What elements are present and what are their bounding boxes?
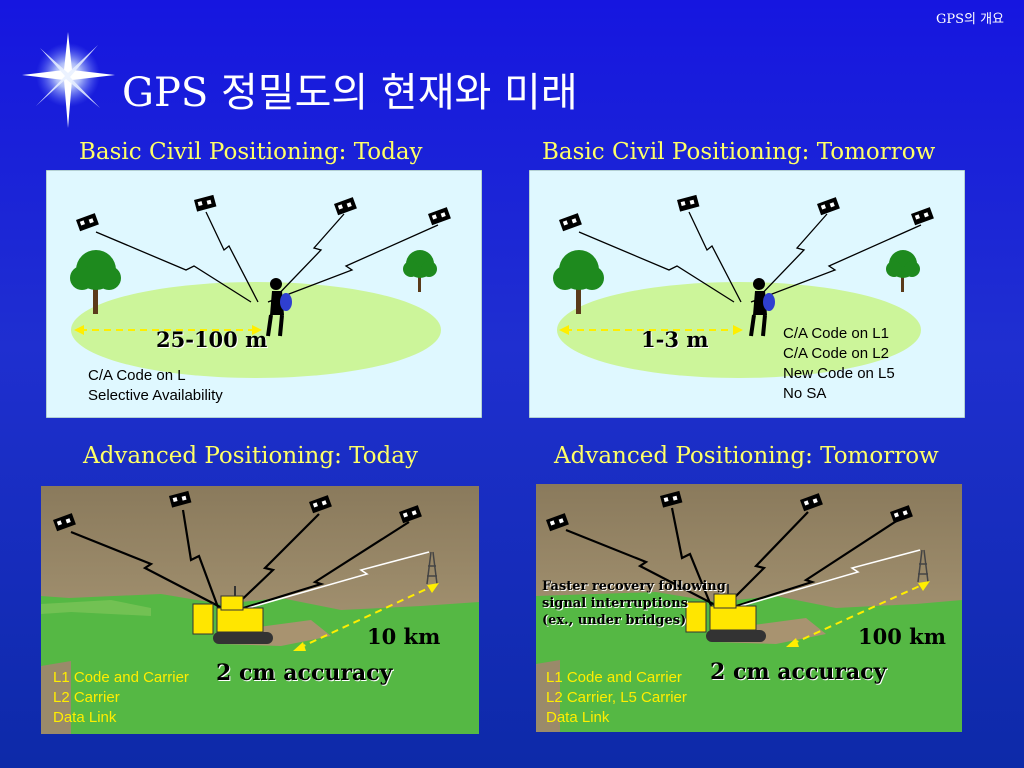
note-line: C/A Code on L (88, 367, 186, 384)
panel-advanced-today: 10 km 2 cm accuracy L1 Code and Carrier … (41, 486, 479, 734)
hiker-icon (266, 278, 292, 337)
callout-line: signal interruptions (542, 596, 688, 611)
scene-basic-tomorrow (529, 170, 965, 418)
callout-text: Faster recovery following signal interru… (542, 578, 726, 629)
satellite-icon (53, 490, 422, 532)
note-line: New Code on L5 (783, 365, 895, 382)
callout-line: Faster recovery following (542, 579, 726, 594)
note-line: L1 Code and Carrier (546, 669, 682, 686)
range-label: 10 km (367, 624, 441, 649)
satellite-icon (546, 490, 913, 532)
satellite-icon (559, 194, 934, 232)
note-line: L2 Carrier (53, 689, 120, 706)
tree-icon (70, 250, 437, 314)
note-line: C/A Code on L1 (783, 325, 889, 342)
note-line: L2 Carrier, L5 Carrier (546, 689, 687, 706)
scene-basic-today (46, 170, 482, 418)
scene-advanced-tomorrow (536, 484, 962, 732)
heading-advanced-tomorrow: Advanced Positioning: Tomorrow (554, 443, 939, 469)
note-line: Data Link (546, 709, 610, 726)
scene-advanced-today (41, 486, 479, 734)
radio-tower-icon (426, 551, 438, 585)
panel-advanced-tomorrow: Faster recovery following signal interru… (536, 484, 962, 732)
accuracy-label: 2 cm accuracy (710, 659, 887, 685)
note-line: Selective Availability (88, 387, 223, 404)
range-label: 100 km (858, 624, 946, 649)
note-line: Data Link (53, 709, 117, 726)
bulldozer-icon (192, 586, 273, 644)
hiker-icon (749, 278, 775, 337)
page-title: GPS 정밀도의 현재와 미래 (122, 70, 578, 116)
panel-basic-tomorrow: 1-3 m C/A Code on L1 C/A Code on L2 New … (529, 170, 965, 418)
heading-basic-tomorrow: Basic Civil Positioning: Tomorrow (542, 139, 936, 165)
accuracy-label: 2 cm accuracy (216, 660, 393, 686)
tree-icon (553, 250, 920, 314)
note-line: No SA (783, 385, 827, 402)
panel-basic-today: 25-100 m C/A Code on L Selective Availab… (46, 170, 482, 418)
notes-basic-tomorrow: C/A Code on L1 C/A Code on L2 New Code o… (783, 324, 895, 404)
slide-corner-label: GPS의 개요 (935, 12, 1004, 27)
notes-advanced-today: L1 Code and Carrier L2 Carrier Data Link (53, 668, 189, 728)
heading-advanced-today: Advanced Positioning: Today (83, 443, 418, 469)
satellite-icon (76, 194, 451, 232)
bulldozer-icon (685, 584, 766, 642)
radio-tower-icon (917, 549, 929, 583)
callout-line: (ex., under bridges) (542, 613, 687, 628)
distance-label: 1-3 m (641, 327, 709, 352)
sparkle-star-icon (22, 32, 115, 128)
heading-basic-today: Basic Civil Positioning: Today (79, 139, 423, 165)
notes-basic-today: C/A Code on L Selective Availability (88, 366, 223, 406)
note-line: C/A Code on L2 (783, 345, 889, 362)
note-line: L1 Code and Carrier (53, 669, 189, 686)
distance-label: 25-100 m (156, 327, 268, 352)
notes-advanced-tomorrow: L1 Code and Carrier L2 Carrier, L5 Carri… (546, 668, 687, 728)
